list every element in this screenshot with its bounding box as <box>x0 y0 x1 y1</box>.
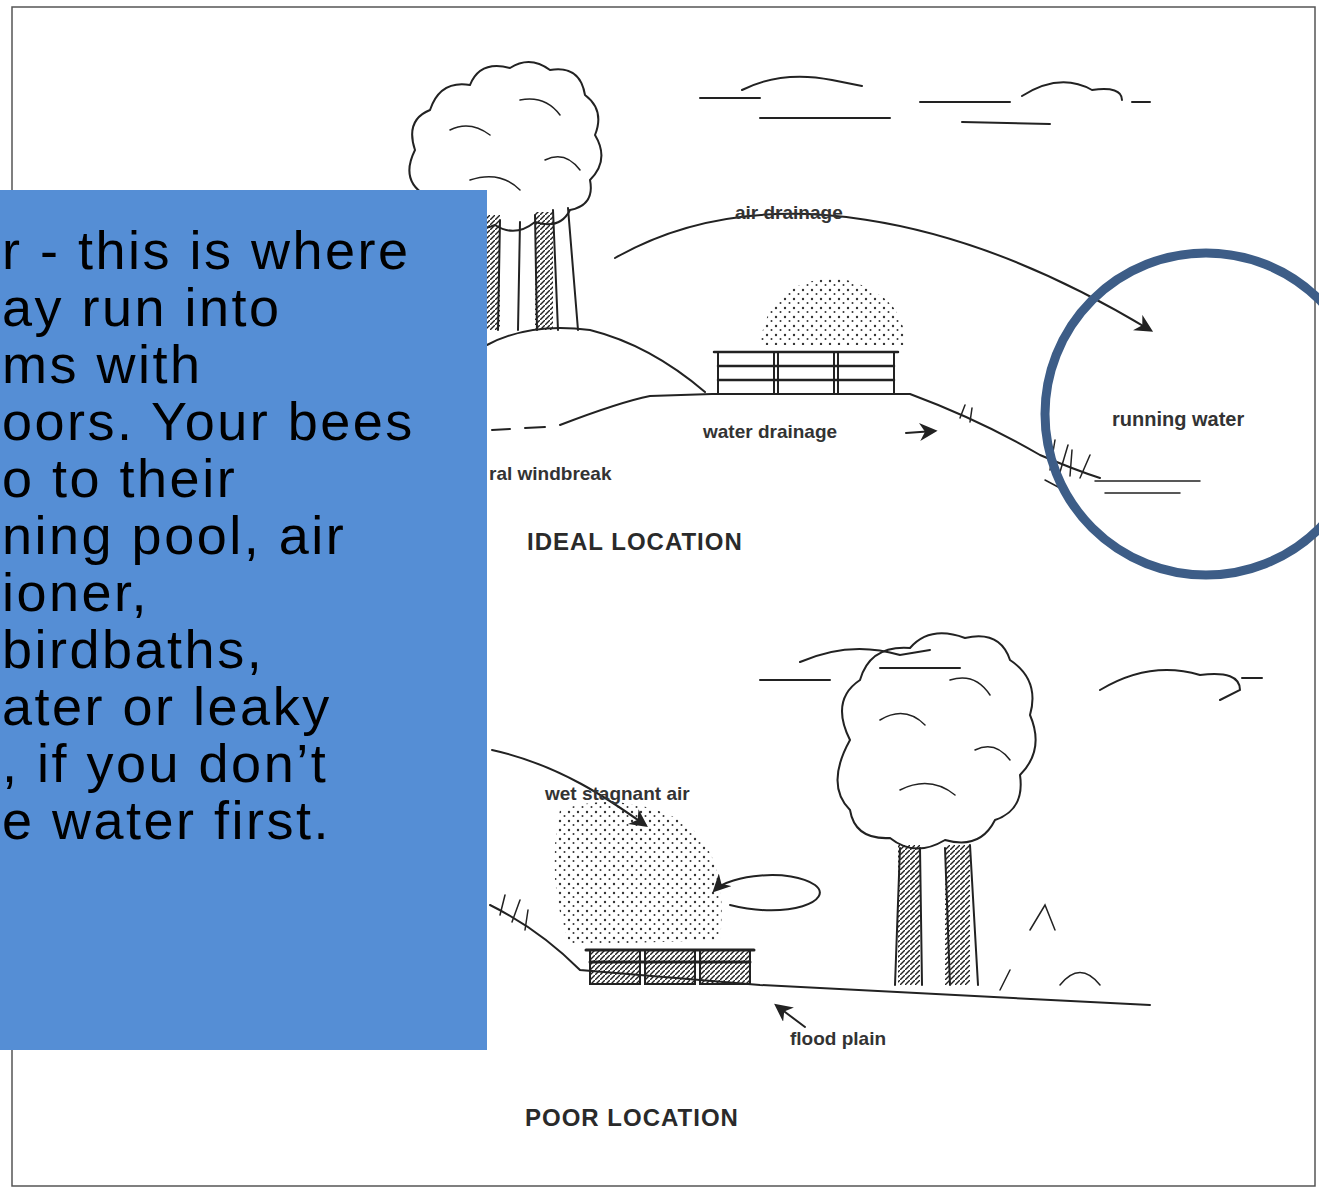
part-label: ral windbreak <box>489 463 612 485</box>
wrap-spacer <box>351 507 487 564</box>
wrap-spacer <box>333 678 487 735</box>
wrap-spacer <box>336 735 487 792</box>
part-label: flood plain <box>790 1028 886 1050</box>
wrap-spacer <box>415 222 487 279</box>
wrap-spacer <box>419 393 487 450</box>
wrap-spacer <box>336 621 487 678</box>
callout-box: r - this is where ay run into ms with oo… <box>0 190 487 1050</box>
arrow-label: air drainage <box>735 202 843 224</box>
wrap-spacer <box>433 564 487 621</box>
wrap-spacer <box>242 450 487 507</box>
arrow-label: water drainage <box>703 421 837 443</box>
panel-title: POOR LOCATION <box>525 1104 739 1132</box>
panel-title: IDEAL LOCATION <box>527 528 743 556</box>
wrap-spacer <box>207 336 487 393</box>
highlight-circle: running water <box>1040 248 1319 580</box>
circle-label: running water <box>1112 408 1244 431</box>
wrap-spacer <box>286 279 487 336</box>
callout-text: r - this is where ay run into ms with oo… <box>2 222 487 849</box>
arrow-label: wet stagnant air <box>545 783 690 805</box>
